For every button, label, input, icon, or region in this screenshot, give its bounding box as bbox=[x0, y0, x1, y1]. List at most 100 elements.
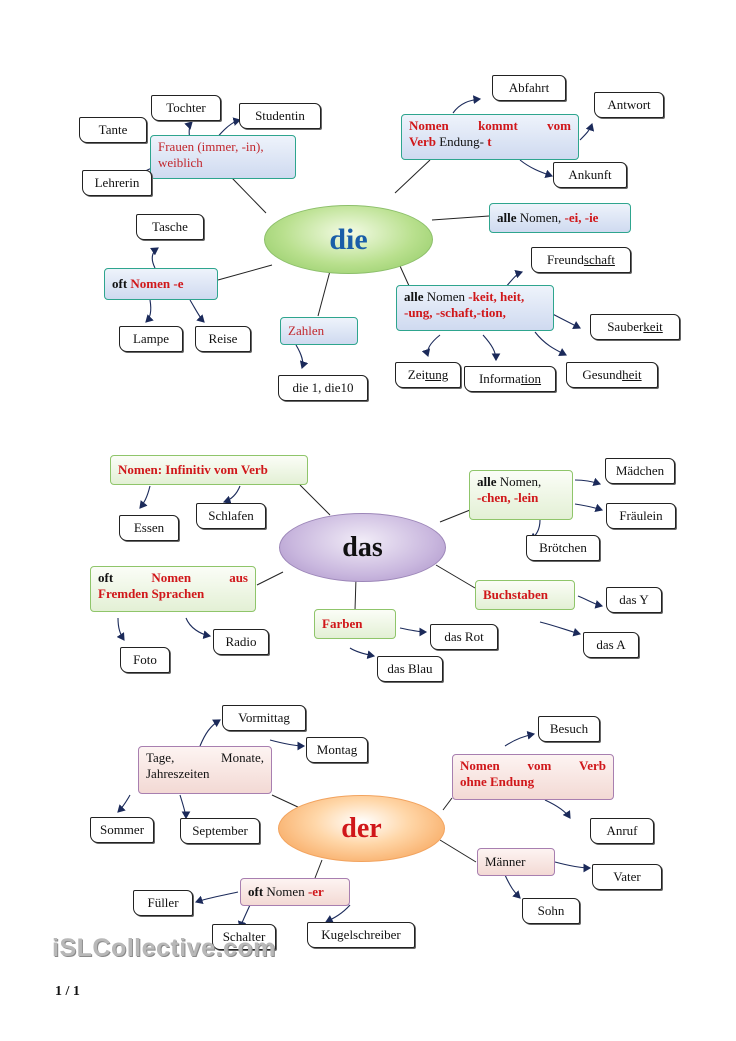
center-der-label: der bbox=[341, 812, 382, 844]
word-das-blau: das Blau bbox=[377, 656, 443, 682]
rule-ei-word: alle bbox=[497, 210, 517, 225]
center-die-label: die bbox=[329, 222, 368, 256]
rule-er-word: Nomen bbox=[266, 884, 305, 899]
rule-maenner: Männer bbox=[477, 848, 555, 876]
rule-keit-word: alle bbox=[404, 289, 424, 304]
rule-verb-t-word: Verb bbox=[409, 134, 436, 149]
rule-fremd-word: Nomen bbox=[151, 570, 192, 585]
rule-keit-line2: -ung, -schaft,-tion, bbox=[404, 305, 506, 320]
word-freundschaft: Freundschaft bbox=[531, 247, 631, 273]
word-information: Information bbox=[464, 366, 556, 392]
rule-verb-t-word: vom bbox=[547, 118, 571, 133]
word-schalter: Schalter bbox=[212, 924, 276, 950]
word-suffix: tion bbox=[520, 371, 542, 386]
rule-keit-suffix: -keit, heit, bbox=[468, 289, 525, 304]
rule-verb-t-line2: Verb Endung- t bbox=[409, 134, 571, 150]
rule-farben-text: Farben bbox=[322, 616, 363, 631]
word-zeitung: Zeitung bbox=[395, 362, 461, 388]
rule-er: oft Nomen -er bbox=[240, 878, 350, 906]
center-das: das bbox=[279, 513, 446, 582]
rule-maenner-text: Männer bbox=[485, 854, 526, 869]
rule-buchstaben: Buchstaben bbox=[475, 580, 575, 610]
word-maedchen: Mädchen bbox=[605, 458, 675, 484]
word-das-y: das Y bbox=[606, 587, 662, 613]
rule-verb-t-word: Endung- bbox=[439, 134, 484, 149]
word-vater: Vater bbox=[592, 864, 662, 890]
rule-verb-t-word: t bbox=[487, 134, 492, 149]
rule-chen-suffix: -chen, -lein bbox=[477, 490, 539, 505]
word-radio: Radio bbox=[213, 629, 269, 655]
rule-fremd-word: aus bbox=[229, 570, 248, 585]
rule-verb-ohne-word: vom bbox=[527, 758, 552, 773]
rule-tage-word: Monate, bbox=[221, 750, 264, 765]
word-stem: Gesund bbox=[582, 367, 623, 382]
rule-fremd: oft Nomen aus Fremden Sprachen bbox=[90, 566, 256, 612]
word-montag: Montag bbox=[306, 737, 368, 763]
word-kugelschreiber: Kugelschreiber bbox=[307, 922, 415, 948]
rule-farben: Farben bbox=[314, 609, 396, 639]
word-tante: Tante bbox=[79, 117, 147, 143]
center-der: der bbox=[278, 795, 445, 862]
rule-tage-word: Tage, bbox=[146, 750, 175, 765]
rule-tage-line1: Tage, Monate, bbox=[146, 750, 264, 766]
rule-verb-ohne-word: Verb bbox=[579, 758, 606, 773]
word-essen: Essen bbox=[119, 515, 179, 541]
rule-infinitiv-text: Nomen: Infinitiv vom Verb bbox=[118, 462, 268, 477]
rule-er-word: oft bbox=[248, 884, 264, 899]
rule-ei-ie: alle Nomen, -ei, -ie bbox=[489, 203, 631, 233]
word-lampe: Lampe bbox=[119, 326, 183, 352]
rule-e-word: oft bbox=[112, 276, 128, 291]
rule-ei-word: Nomen, bbox=[519, 210, 562, 225]
rule-frauen-text: Frauen (immer, -in), weiblich bbox=[158, 139, 264, 170]
rule-e: oft Nomen -e bbox=[104, 268, 218, 300]
rule-tage: Tage, Monate, Jahreszeiten bbox=[138, 746, 272, 794]
rule-buchstaben-text: Buchstaben bbox=[483, 587, 549, 602]
rule-e-suffix: Nomen -e bbox=[130, 276, 184, 291]
word-tasche: Tasche bbox=[136, 214, 204, 240]
word-stem: Informa bbox=[478, 371, 521, 386]
word-das-rot: das Rot bbox=[430, 624, 498, 650]
rule-zahlen: Zahlen bbox=[280, 317, 358, 345]
rule-ei-suffix: -ei, -ie bbox=[564, 210, 599, 225]
word-september: September bbox=[180, 818, 260, 844]
rule-verb-ohne-line1: Nomen vom Verb bbox=[460, 758, 606, 774]
word-tochter: Tochter bbox=[151, 95, 221, 121]
word-broetchen: Brötchen bbox=[526, 535, 600, 561]
rule-chen-lein: alle Nomen, -chen, -lein bbox=[469, 470, 573, 520]
rule-chen-word: Nomen, bbox=[499, 474, 542, 489]
word-suffix: heit bbox=[622, 367, 642, 382]
word-fraeulein: Fräulein bbox=[606, 503, 676, 529]
word-suffix: keit bbox=[643, 319, 663, 334]
rule-keit: alle Nomen -keit, heit, -ung, -schaft,-t… bbox=[396, 285, 554, 331]
word-gesundheit: Gesundheit bbox=[566, 362, 658, 388]
center-die: die bbox=[264, 205, 433, 274]
word-stem: Sauber bbox=[607, 319, 644, 334]
word-sohn: Sohn bbox=[522, 898, 580, 924]
word-das-a: das A bbox=[583, 632, 639, 658]
word-sauberkeit: Sauberkeit bbox=[590, 314, 680, 340]
rule-fremd-line2: Fremden Sprachen bbox=[98, 586, 205, 601]
rule-tage-line2: Jahreszeiten bbox=[146, 766, 210, 781]
rule-fremd-line1: oft Nomen aus bbox=[98, 570, 248, 586]
word-studentin: Studentin bbox=[239, 103, 321, 129]
center-das-label: das bbox=[342, 531, 383, 563]
rule-infinitiv: Nomen: Infinitiv vom Verb bbox=[110, 455, 308, 485]
word-abfahrt: Abfahrt bbox=[492, 75, 566, 101]
word-foto: Foto bbox=[120, 647, 170, 673]
word-suffix: schaft bbox=[583, 252, 615, 267]
word-stem: Freund bbox=[547, 252, 584, 267]
rule-er-suffix: -er bbox=[307, 884, 324, 899]
word-antwort: Antwort bbox=[594, 92, 664, 118]
rule-chen-line1: alle Nomen, bbox=[477, 474, 565, 490]
rule-keit-line1: alle Nomen -keit, heit, bbox=[404, 289, 546, 305]
word-anruf: Anruf bbox=[590, 818, 654, 844]
word-sommer: Sommer bbox=[90, 817, 154, 843]
word-die-zahlen: die 1, die10 bbox=[278, 375, 368, 401]
rule-verb-ohne: Nomen vom Verb ohne Endung bbox=[452, 754, 614, 800]
rule-keit-word: Nomen bbox=[426, 289, 466, 304]
word-besuch: Besuch bbox=[538, 716, 600, 742]
rule-verb-t-line1: Nomen kommt vom bbox=[409, 118, 571, 134]
watermark: iSLCollective.com bbox=[52, 934, 276, 962]
rule-fremd-word: oft bbox=[98, 570, 114, 585]
